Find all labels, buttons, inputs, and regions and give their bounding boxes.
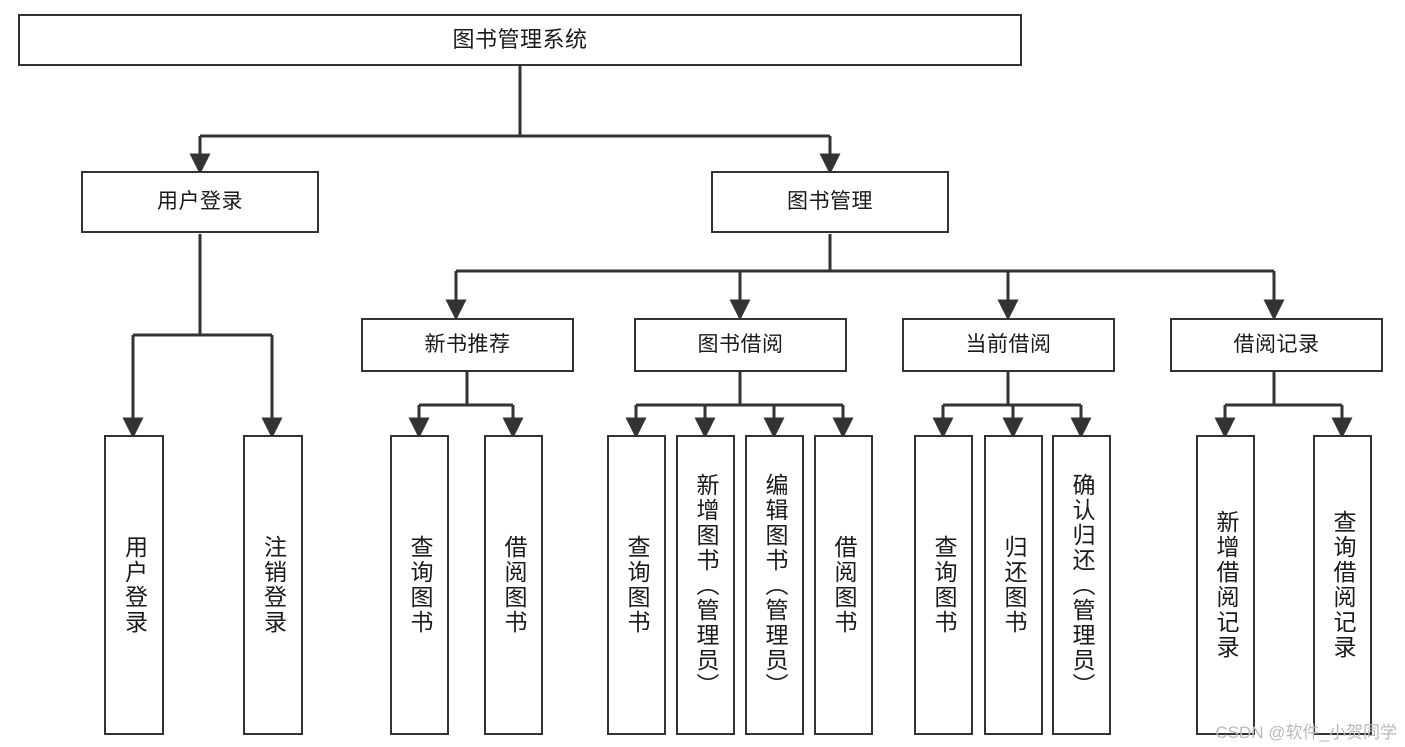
node-root-system-label: 图书管理系统 <box>452 26 588 52</box>
node-current-borrow[interactable]: 当前借阅 <box>902 318 1115 372</box>
node-leaf-confirm-return[interactable]: 确认归还（管理员） <box>1052 435 1111 735</box>
node-book-borrow-label: 图书借阅 <box>697 333 784 357</box>
node-leaf-query-book-1[interactable]: 查询图书 <box>390 435 449 735</box>
node-leaf-user-logout-label: 注销登录 <box>260 535 287 635</box>
node-leaf-confirm-return-label: 确认归还（管理员） <box>1069 472 1095 698</box>
node-leaf-query-record-label: 查询借阅记录 <box>1330 510 1356 660</box>
node-leaf-query-book-3[interactable]: 查询图书 <box>914 435 973 735</box>
node-root-system[interactable]: 图书管理系统 <box>18 14 1022 66</box>
node-borrow-record-label: 借阅记录 <box>1233 333 1320 357</box>
node-leaf-borrow-book-1[interactable]: 借阅图书 <box>484 435 543 735</box>
node-book-manage[interactable]: 图书管理 <box>711 171 949 233</box>
node-current-borrow-label: 当前借阅 <box>965 333 1052 357</box>
node-book-manage-label: 图书管理 <box>787 190 873 214</box>
node-leaf-add-book-label: 新增图书（管理员） <box>693 472 719 698</box>
node-leaf-query-record[interactable]: 查询借阅记录 <box>1313 435 1372 735</box>
node-leaf-user-login-label: 用户登录 <box>121 535 148 635</box>
node-leaf-user-logout[interactable]: 注销登录 <box>243 435 303 735</box>
node-leaf-borrow-book-2[interactable]: 借阅图书 <box>814 435 873 735</box>
node-leaf-add-record-label: 新增借阅记录 <box>1213 510 1239 660</box>
node-leaf-return-book-label: 归还图书 <box>1001 535 1027 635</box>
node-leaf-edit-book[interactable]: 编辑图书（管理员） <box>745 435 804 735</box>
node-leaf-add-book[interactable]: 新增图书（管理员） <box>676 435 735 735</box>
node-leaf-borrow-book-2-label: 借阅图书 <box>831 535 857 635</box>
node-new-book-rec[interactable]: 新书推荐 <box>361 318 574 372</box>
node-user-login[interactable]: 用户登录 <box>81 171 319 233</box>
node-user-login-label: 用户登录 <box>157 190 243 214</box>
node-borrow-record[interactable]: 借阅记录 <box>1170 318 1383 372</box>
node-leaf-borrow-book-1-label: 借阅图书 <box>501 535 527 635</box>
node-leaf-query-book-2-label: 查询图书 <box>624 535 650 635</box>
node-leaf-query-book-1-label: 查询图书 <box>407 535 433 635</box>
node-leaf-query-book-2[interactable]: 查询图书 <box>607 435 666 735</box>
node-book-borrow[interactable]: 图书借阅 <box>634 318 847 372</box>
node-new-book-rec-label: 新书推荐 <box>424 333 511 357</box>
node-leaf-add-record[interactable]: 新增借阅记录 <box>1196 435 1255 735</box>
csdn-watermark: CSDN @软件_小贺同学 <box>1215 723 1397 742</box>
node-leaf-user-login[interactable]: 用户登录 <box>104 435 164 735</box>
node-leaf-edit-book-label: 编辑图书（管理员） <box>762 472 788 698</box>
node-leaf-query-book-3-label: 查询图书 <box>931 535 957 635</box>
node-leaf-return-book[interactable]: 归还图书 <box>984 435 1043 735</box>
